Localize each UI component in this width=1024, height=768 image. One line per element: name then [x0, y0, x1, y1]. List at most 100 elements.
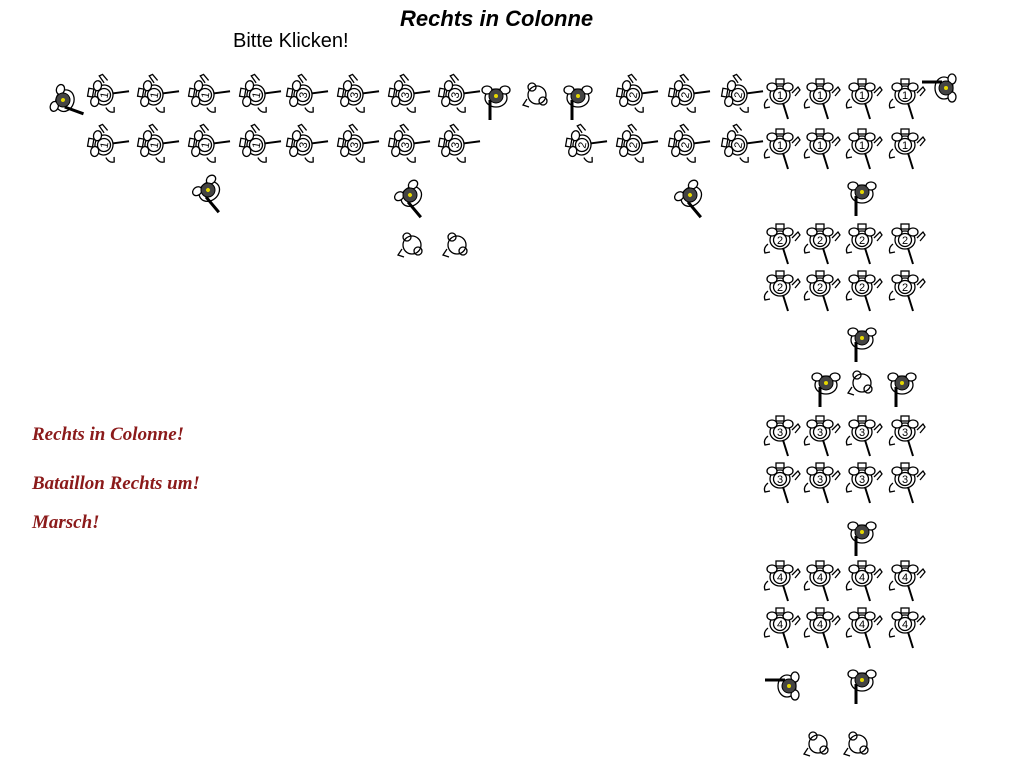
column-soldier: 4: [763, 607, 801, 649]
rear-drummer-2: [842, 731, 869, 757]
front-rank-soldier: 3: [336, 73, 380, 113]
company-number: 4: [817, 572, 823, 584]
company-number: 1: [251, 141, 264, 149]
rear-rank-soldier: 3: [437, 123, 481, 163]
company-number: 1: [817, 90, 823, 102]
rear-rank-soldier: 3: [336, 123, 380, 163]
company-number: 2: [733, 141, 746, 149]
column-soldier: 2: [763, 270, 801, 312]
rear-rank-soldier: 2: [615, 123, 659, 163]
column-soldier: 4: [845, 607, 883, 649]
rear-rank-soldier: 3: [285, 123, 329, 163]
company-number: 3: [400, 141, 413, 149]
company-number: 4: [859, 619, 865, 631]
front-rank-soldier: 1: [845, 78, 883, 120]
company-number: 2: [777, 282, 783, 294]
column-soldier: 3: [763, 462, 801, 504]
company-officer-2: [847, 181, 877, 216]
company-number: 2: [817, 282, 823, 294]
front-rank-soldier: 3: [387, 73, 431, 113]
command-right-in-column: Rechts in Colonne!: [32, 424, 185, 445]
column-soldier: 3: [803, 415, 841, 457]
column-soldier: 2: [888, 270, 926, 312]
rear-rank-soldier: 1: [86, 123, 130, 163]
front-rank-soldier: 1: [187, 73, 231, 113]
company-number: 1: [777, 140, 783, 152]
company-number: 3: [298, 141, 311, 149]
officer-right-flank: [922, 73, 957, 103]
company-number: 3: [859, 474, 865, 486]
company-number: 2: [817, 235, 823, 247]
company-number: 3: [902, 474, 908, 486]
company-number: 2: [680, 91, 693, 99]
company-number: 3: [777, 427, 783, 439]
company-number: 3: [298, 91, 311, 99]
rear-drummer-1: [802, 731, 829, 757]
page-title: Rechts in Colonne: [400, 6, 594, 31]
column-soldier: 3: [763, 415, 801, 457]
rear-rank-soldier: 1: [187, 123, 231, 163]
company-number: 3: [400, 91, 413, 99]
file-closer-2: [393, 179, 423, 219]
company-number: 2: [628, 141, 641, 149]
company-number: 3: [450, 141, 463, 149]
officer-top-2: [563, 85, 593, 120]
column-soldier: 3: [845, 462, 883, 504]
front-rank-soldier: 2: [720, 73, 764, 113]
rear-rank-soldier: 1: [845, 128, 883, 170]
company-number: 1: [817, 140, 823, 152]
company-number: 2: [902, 235, 908, 247]
company-number: 3: [349, 141, 362, 149]
drummer-1: [396, 232, 423, 258]
company-number: 4: [817, 619, 823, 631]
company-officer-4: [847, 521, 877, 556]
rear-company-officer: [847, 669, 877, 704]
company-number: 4: [777, 619, 783, 631]
front-rank-soldier: 1: [86, 73, 130, 113]
column-soldier: 4: [803, 560, 841, 602]
company-number: 4: [859, 572, 865, 584]
front-rank-soldier: 1: [136, 73, 180, 113]
front-rank-soldier: 1: [888, 78, 926, 120]
rear-rank-soldier: 1: [136, 123, 180, 163]
company-number: 2: [680, 141, 693, 149]
column-soldier: 4: [803, 607, 841, 649]
company-number: 3: [777, 474, 783, 486]
company-number: 2: [902, 282, 908, 294]
column-soldier: 4: [845, 560, 883, 602]
front-rank-soldier: 1: [763, 78, 801, 120]
company-number: 3: [817, 474, 823, 486]
company-number: 1: [99, 141, 112, 149]
rear-rank-soldier: 2: [667, 123, 711, 163]
company-number: 1: [251, 91, 264, 99]
front-rank-soldier: 1: [803, 78, 841, 120]
column-soldier: 3: [845, 415, 883, 457]
company-number: 1: [902, 140, 908, 152]
company-number: 2: [733, 91, 746, 99]
company-number: 1: [149, 91, 162, 99]
company-officer-3: [847, 327, 877, 362]
column-soldier: 2: [803, 270, 841, 312]
drummer-2: [441, 232, 468, 258]
column-soldier: 2: [845, 270, 883, 312]
colonel-officer: [49, 83, 85, 116]
company-number: 1: [902, 90, 908, 102]
column-soldier: 2: [763, 223, 801, 265]
company-number: 1: [149, 141, 162, 149]
rear-officer: [765, 671, 800, 701]
company-number: 1: [859, 140, 865, 152]
company-number: 1: [777, 90, 783, 102]
column-soldier: 4: [763, 560, 801, 602]
column-soldier: 4: [888, 560, 926, 602]
company-number: 3: [450, 91, 463, 99]
company-number: 1: [200, 141, 213, 149]
company-number: 2: [859, 235, 865, 247]
colour-guard-left: [811, 372, 841, 407]
column-soldier: 2: [803, 223, 841, 265]
click-prompt[interactable]: Bitte Klicken!: [233, 30, 349, 52]
front-rank-soldier: 2: [667, 73, 711, 113]
column-soldier: 3: [888, 415, 926, 457]
officer-top-1: [481, 85, 511, 120]
front-rank-soldier: 3: [285, 73, 329, 113]
